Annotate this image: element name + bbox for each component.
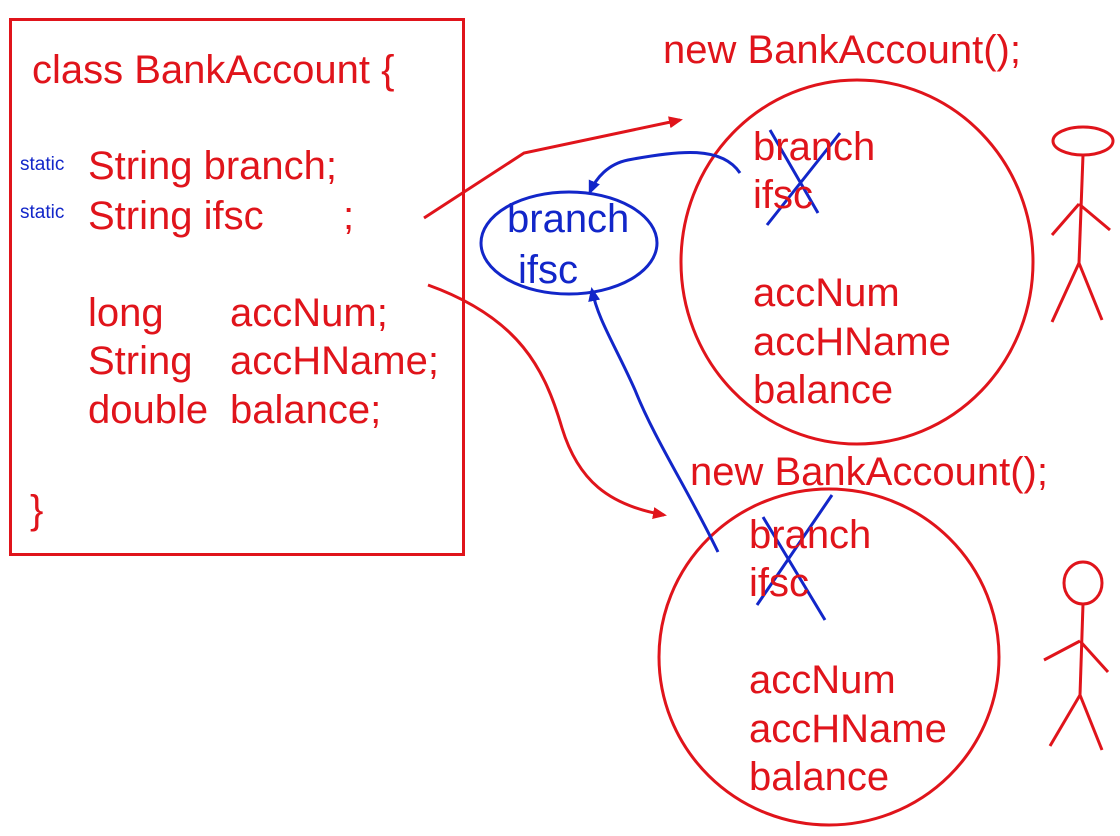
object-2-field-accnum: accNum — [749, 658, 896, 702]
accnum-declaration: accNum; — [230, 291, 388, 335]
blue-arrow-from-object-1 — [588, 150, 742, 195]
double-type: double — [88, 388, 209, 432]
class-header: class BankAccount { — [32, 48, 395, 92]
cross-out-mark-1 — [765, 129, 842, 226]
red-arrow-to-object-2 — [427, 283, 667, 519]
static-area-ellipse — [479, 190, 659, 296]
long-type: long — [88, 291, 164, 335]
closing-brace: } — [30, 488, 44, 532]
class-definition-box — [9, 18, 465, 556]
object-1-title: new BankAccount(); — [663, 28, 1021, 72]
cross-out-mark-2 — [755, 494, 834, 621]
object-2-crossed-branch: branch — [749, 513, 872, 557]
object-1-field-accnum: accNum — [753, 271, 900, 315]
acchname-declaration: accHName; — [230, 339, 439, 383]
object-1-field-balance: balance — [753, 368, 894, 412]
ifsc-semicolon: ; — [343, 194, 355, 238]
balance-declaration: balance; — [230, 388, 382, 432]
string-type: String — [88, 339, 193, 383]
static-keyword-ifsc: static — [20, 202, 65, 223]
user-figure-icon-2 — [1043, 560, 1110, 751]
object-2-title: new BankAccount(); — [690, 450, 1048, 494]
object-2-crossed-ifsc: ifsc — [749, 561, 809, 605]
object-2-field-acchname: accHName — [749, 707, 947, 751]
static-field-ifsc: ifsc — [518, 248, 578, 292]
red-arrow-to-object-1 — [423, 116, 683, 220]
blue-arrow-from-object-2 — [588, 287, 720, 553]
static-keyword-branch: static — [20, 154, 65, 175]
object-circle-1 — [679, 78, 1035, 446]
ifsc-declaration: String ifsc — [88, 194, 264, 238]
object-1-field-acchname: accHName — [753, 320, 951, 364]
object-circle-2 — [657, 487, 1001, 827]
user-figure-icon-1 — [1050, 125, 1115, 323]
branch-declaration: String branch; — [88, 144, 338, 188]
static-field-branch: branch — [507, 197, 630, 241]
object-1-crossed-branch: branch — [753, 125, 876, 169]
object-1-crossed-ifsc: ifsc — [753, 173, 813, 217]
object-2-field-balance: balance — [749, 755, 890, 799]
